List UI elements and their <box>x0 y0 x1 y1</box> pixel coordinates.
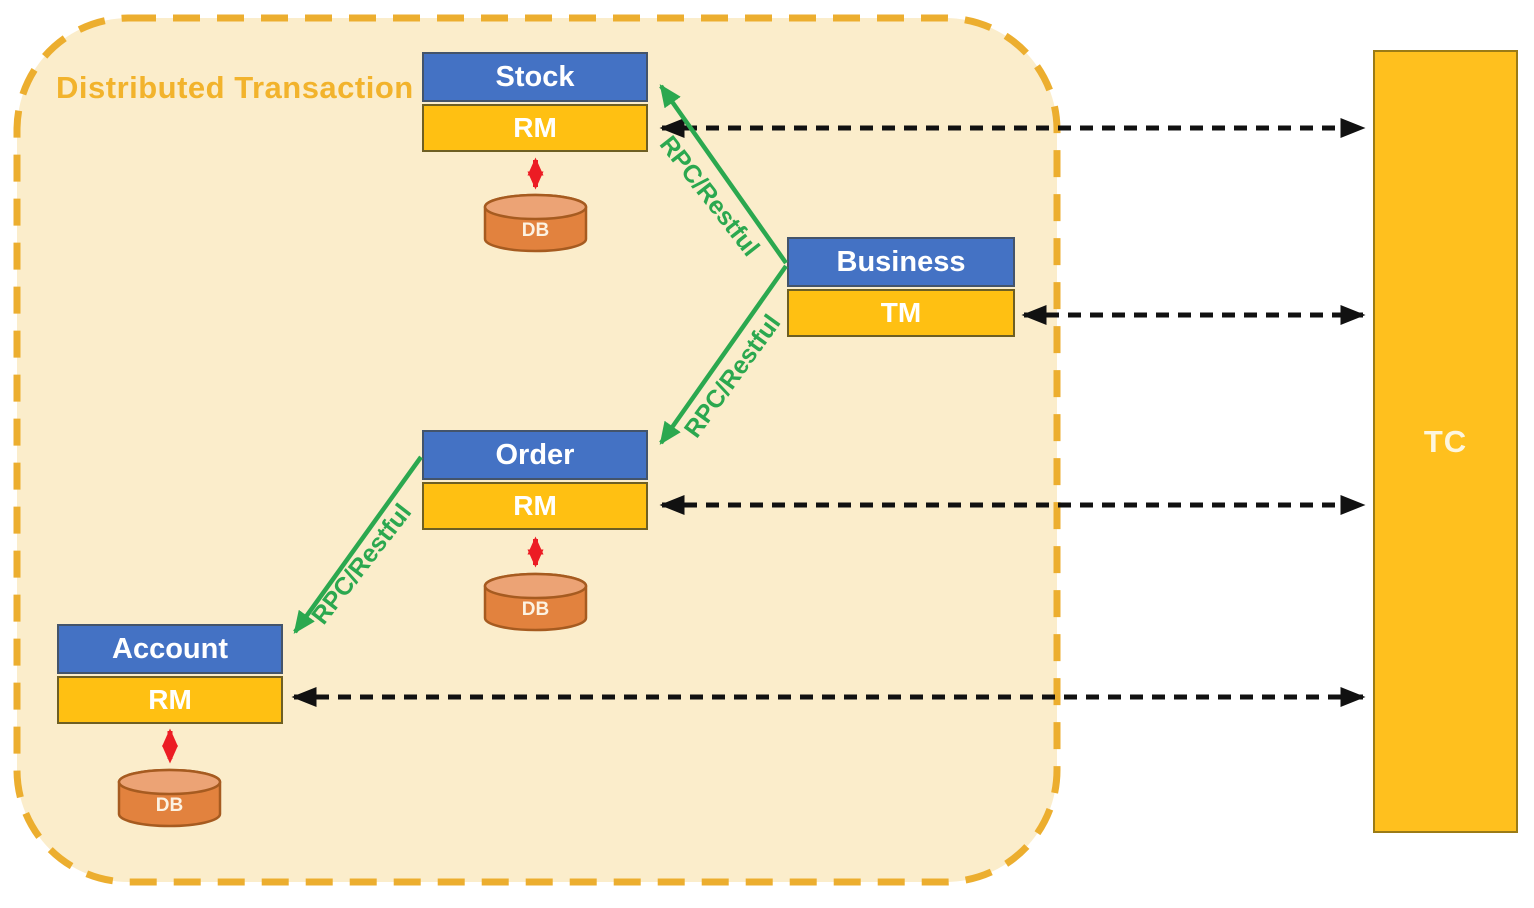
db-cylinder-account: DB <box>117 768 222 828</box>
db-label: DB <box>522 599 549 620</box>
db-cylinder-top <box>483 572 588 600</box>
db-cylinder-top <box>117 768 222 796</box>
service-stock-name: Stock <box>422 52 648 102</box>
diagram-title: Distributed Transaction <box>56 70 414 105</box>
service-account-role-rm: RM <box>57 676 283 724</box>
db-label: DB <box>522 220 549 241</box>
service-business: Business TM <box>787 237 1015 337</box>
service-business-name: Business <box>787 237 1015 287</box>
service-business-role-tm: TM <box>787 289 1015 337</box>
service-order-name: Order <box>422 430 648 480</box>
service-order: Order RM <box>422 430 648 530</box>
tc-box: TC <box>1373 50 1518 833</box>
db-cylinder-order: DB <box>483 572 588 632</box>
service-account-name: Account <box>57 624 283 674</box>
service-stock-role-rm: RM <box>422 104 648 152</box>
service-order-role-rm: RM <box>422 482 648 530</box>
tc-label: TC <box>1423 423 1468 459</box>
service-account: Account RM <box>57 624 283 724</box>
service-stock: Stock RM <box>422 52 648 152</box>
db-label: DB <box>156 795 183 816</box>
db-cylinder-stock: DB <box>483 193 588 253</box>
db-cylinder-top <box>483 193 588 221</box>
